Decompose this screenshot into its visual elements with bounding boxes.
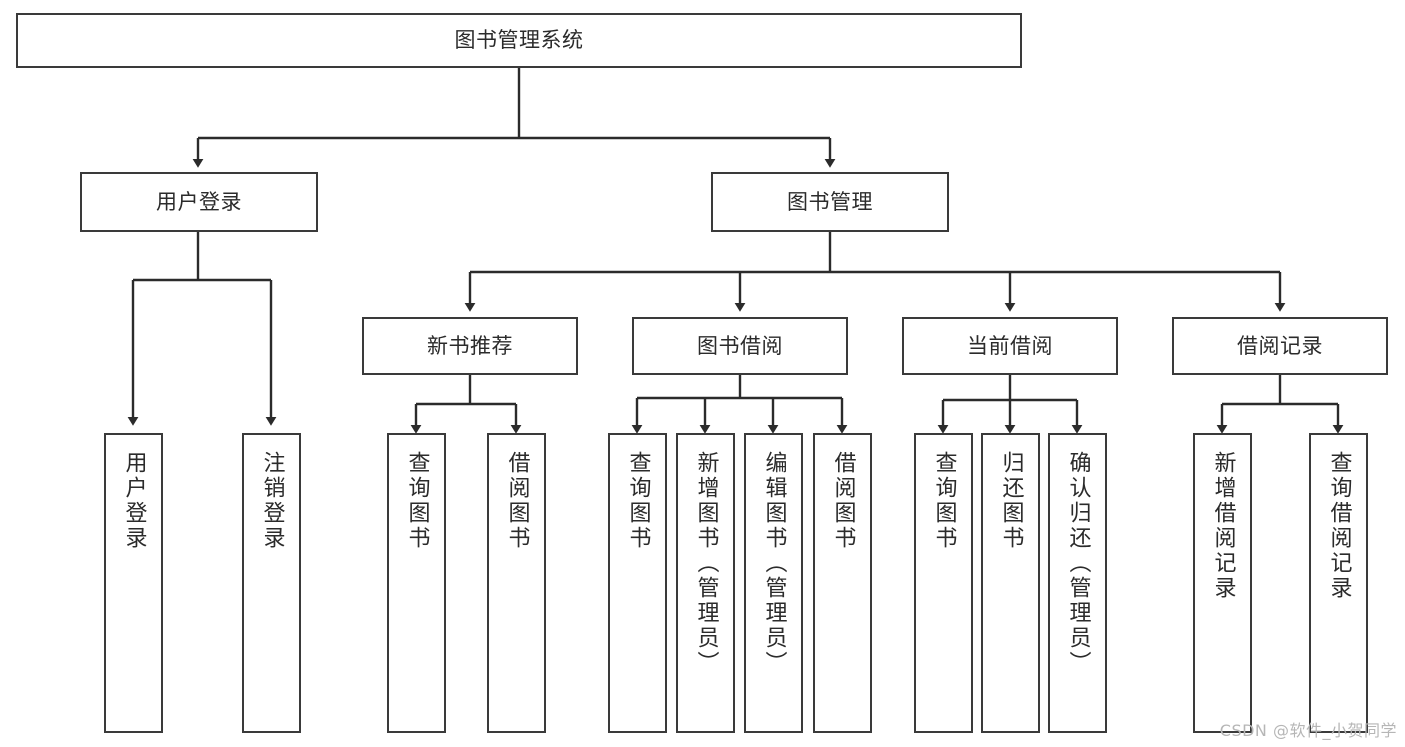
leaf-confirm-return-admin[interactable]: 确认归还（管理员） xyxy=(1048,433,1107,733)
leaf-query-book-1-label: 查询图书 xyxy=(404,451,430,551)
leaf-return-book[interactable]: 归还图书 xyxy=(981,433,1040,733)
node-book-borrow-label: 图书借阅 xyxy=(697,333,783,358)
leaf-query-book-2[interactable]: 查询图书 xyxy=(608,433,667,733)
watermark: CSDN @软件_小贺同学 xyxy=(1219,721,1397,740)
node-user-login-label: 用户登录 xyxy=(156,189,242,214)
node-root-label: 图书管理系统 xyxy=(454,28,584,53)
leaf-logout-login-label: 注销登录 xyxy=(259,451,285,551)
leaf-add-book-admin[interactable]: 新增图书（管理员） xyxy=(676,433,735,733)
node-current-borrow[interactable]: 当前借阅 xyxy=(902,317,1118,375)
node-user-login[interactable]: 用户登录 xyxy=(80,172,318,232)
node-root[interactable]: 图书管理系统 xyxy=(16,13,1022,68)
leaf-return-book-label: 归还图书 xyxy=(998,451,1024,551)
leaf-query-borrow-record[interactable]: 查询借阅记录 xyxy=(1309,433,1368,733)
leaf-borrow-book-2[interactable]: 借阅图书 xyxy=(813,433,872,733)
leaf-query-book-3-label: 查询图书 xyxy=(931,451,957,551)
leaf-confirm-return-admin-label: 确认归还（管理员） xyxy=(1065,451,1091,676)
leaf-add-borrow-record[interactable]: 新增借阅记录 xyxy=(1193,433,1252,733)
node-book-manage-label: 图书管理 xyxy=(787,189,873,214)
node-book-manage[interactable]: 图书管理 xyxy=(711,172,949,232)
node-borrow-record-label: 借阅记录 xyxy=(1237,333,1323,358)
leaf-edit-book-admin-label: 编辑图书（管理员） xyxy=(761,451,787,676)
leaf-user-login[interactable]: 用户登录 xyxy=(104,433,163,733)
leaf-borrow-book-2-label: 借阅图书 xyxy=(830,451,856,551)
node-book-borrow[interactable]: 图书借阅 xyxy=(632,317,848,375)
leaf-add-borrow-record-label: 新增借阅记录 xyxy=(1210,451,1236,601)
leaf-query-book-1[interactable]: 查询图书 xyxy=(387,433,446,733)
leaf-borrow-book-1-label: 借阅图书 xyxy=(504,451,530,551)
node-borrow-record[interactable]: 借阅记录 xyxy=(1172,317,1388,375)
node-new-book-rec[interactable]: 新书推荐 xyxy=(362,317,578,375)
node-new-book-rec-label: 新书推荐 xyxy=(427,333,513,358)
leaf-edit-book-admin[interactable]: 编辑图书（管理员） xyxy=(744,433,803,733)
leaf-add-book-admin-label: 新增图书（管理员） xyxy=(693,451,719,676)
leaf-query-book-2-label: 查询图书 xyxy=(625,451,651,551)
node-current-borrow-label: 当前借阅 xyxy=(967,333,1053,358)
leaf-user-login-label: 用户登录 xyxy=(121,451,147,551)
leaf-query-book-3[interactable]: 查询图书 xyxy=(914,433,973,733)
leaf-logout-login[interactable]: 注销登录 xyxy=(242,433,301,733)
leaf-borrow-book-1[interactable]: 借阅图书 xyxy=(487,433,546,733)
leaf-query-borrow-record-label: 查询借阅记录 xyxy=(1326,451,1352,601)
